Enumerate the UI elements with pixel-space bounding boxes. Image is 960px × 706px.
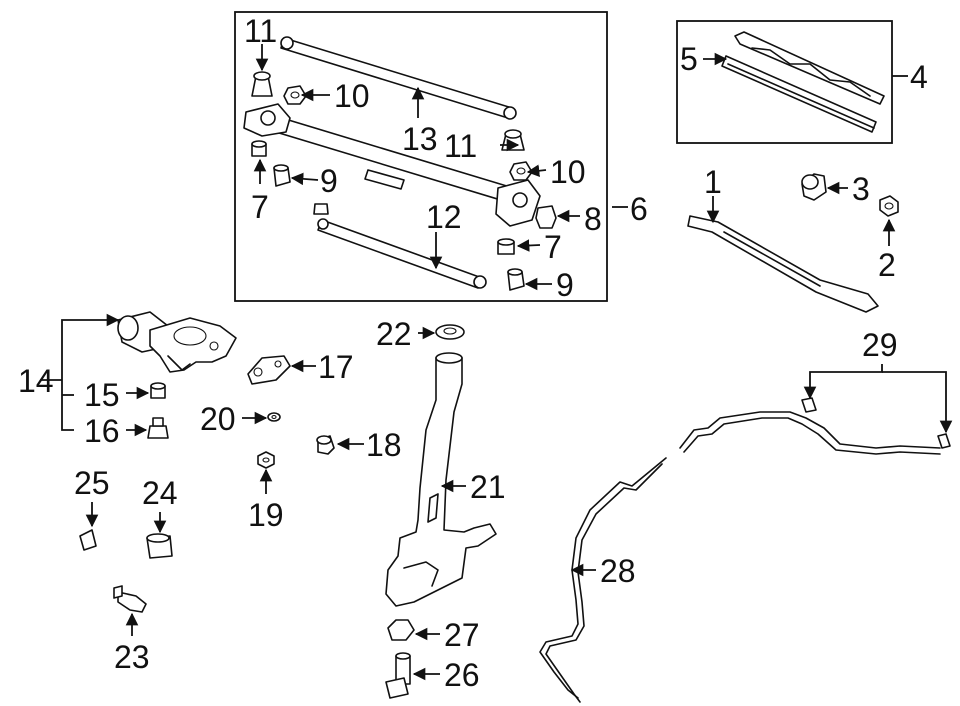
bolt-9-upper xyxy=(273,164,291,187)
bushing-7-lower xyxy=(497,238,515,255)
callout-24: 24 xyxy=(142,475,178,511)
cap-16 xyxy=(147,417,169,439)
callout-16: 16 xyxy=(84,413,120,449)
nut-2 xyxy=(879,195,899,217)
callout-17: 17 xyxy=(318,349,354,385)
callout-11-upper: 11 xyxy=(244,13,277,49)
bolt-9-lower xyxy=(507,268,525,291)
pivot-cap-11-left xyxy=(251,71,273,97)
hose-28 xyxy=(539,457,667,703)
callout-28: 28 xyxy=(600,553,636,589)
leader-lines xyxy=(40,44,953,681)
callout-2: 2 xyxy=(878,247,896,283)
callout-7-upper: 7 xyxy=(251,189,269,225)
callout-14: 14 xyxy=(18,363,54,399)
callout-23: 23 xyxy=(114,639,150,675)
callout-25: 25 xyxy=(74,465,110,501)
callout-19: 19 xyxy=(248,497,284,533)
wiper-motor-14 xyxy=(117,311,237,373)
callout-10-upper: 10 xyxy=(334,78,370,114)
washer-20 xyxy=(267,412,281,422)
callout-8: 8 xyxy=(584,201,602,237)
grommet-27 xyxy=(387,619,415,641)
callout-26: 26 xyxy=(444,657,480,693)
grommet-small xyxy=(313,203,329,215)
callout-10-lower: 10 xyxy=(550,154,586,190)
callout-9-lower: 9 xyxy=(556,267,574,303)
reservoir-cap-22 xyxy=(435,324,465,340)
callout-1: 1 xyxy=(704,164,722,200)
clip-25 xyxy=(79,529,97,551)
pump-26 xyxy=(385,652,411,699)
callout-12: 12 xyxy=(426,199,462,235)
callout-7-lower: 7 xyxy=(544,229,562,265)
linkage-assembly-box xyxy=(234,11,608,302)
callout-4: 4 xyxy=(910,59,928,95)
callout-22: 22 xyxy=(376,316,412,352)
linkage-rod-13 xyxy=(280,36,517,120)
callout-13: 13 xyxy=(402,121,438,157)
callout-11-lower: 11 xyxy=(444,128,477,164)
nut-10-lower xyxy=(509,161,533,181)
callout-6: 6 xyxy=(630,191,648,227)
callout-3: 3 xyxy=(852,171,870,207)
bracket-17 xyxy=(247,355,291,385)
cap-3 xyxy=(801,173,827,201)
grommet-18 xyxy=(316,435,335,455)
hose-29 xyxy=(679,397,951,455)
callout-18: 18 xyxy=(366,427,402,463)
cushion-24 xyxy=(146,533,173,559)
callout-5: 5 xyxy=(680,41,698,77)
nut-19 xyxy=(257,451,275,469)
callout-9-upper: 9 xyxy=(320,163,338,199)
linkage-frame-6 xyxy=(243,103,541,227)
callout-20: 20 xyxy=(200,401,236,437)
callout-21: 21 xyxy=(470,469,506,505)
pivot-cap-11-right xyxy=(501,129,525,151)
nut-15 xyxy=(150,382,166,399)
callout-27: 27 xyxy=(444,617,480,653)
wiper-arm-1 xyxy=(687,215,879,313)
callout-29: 29 xyxy=(862,327,898,363)
level-sensor-23 xyxy=(113,585,147,613)
wiper-blade-box xyxy=(676,20,893,144)
wiper-blade-4 xyxy=(734,31,885,105)
bushing-7-upper xyxy=(251,140,267,157)
linkage-rod-12 xyxy=(317,218,487,289)
callout-labels: 1 2 3 4 5 6 7 7 8 9 9 10 10 11 11 12 13 … xyxy=(18,13,928,693)
bushing-8 xyxy=(535,205,557,229)
callout-15: 15 xyxy=(84,377,120,413)
nut-10-upper xyxy=(283,85,307,105)
